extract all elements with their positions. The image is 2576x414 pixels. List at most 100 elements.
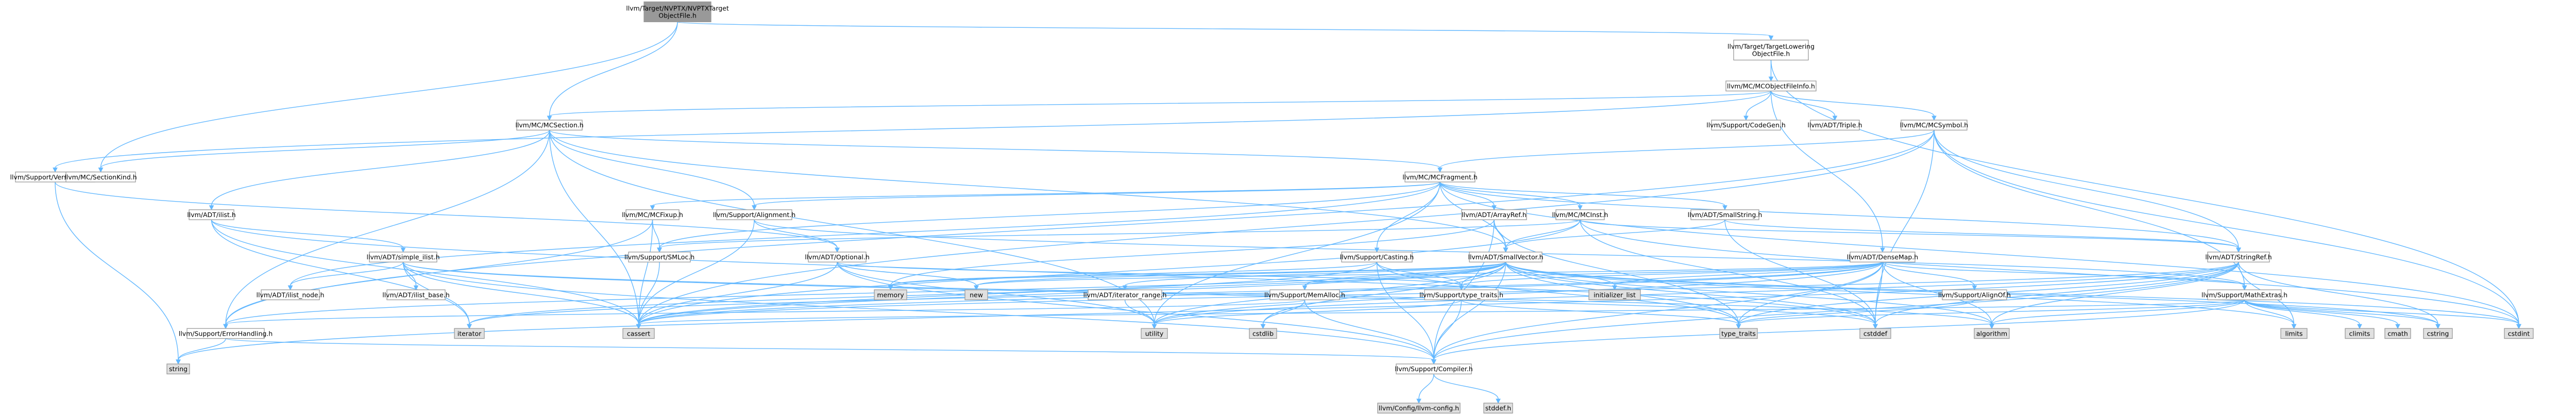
edge-line — [638, 261, 1883, 325]
node-box — [1859, 328, 1891, 339]
edge-arrowhead — [1722, 205, 1727, 210]
graph-node-optional[interactable]: llvm/ADT/Optional.h — [805, 252, 870, 262]
graph-node-mcsymbol[interactable]: llvm/MC/MCSymbol.h — [1900, 120, 1968, 131]
node-label: cstdint — [2508, 329, 2530, 337]
node-label: llvm/ADT/simple_ilist.h — [367, 253, 440, 261]
graph-node-compiler[interactable]: llvm/Support/Compiler.h — [1395, 363, 1473, 374]
edge-line — [55, 181, 838, 249]
graph-node-cstdlib[interactable]: cstdlib — [1249, 328, 1277, 339]
graph-node-typetraits[interactable]: llvm/Support/type_traits.h — [1419, 289, 1503, 301]
edge-line — [1154, 262, 2239, 325]
node-box — [2504, 328, 2534, 339]
node-box — [622, 328, 655, 339]
edge-line — [638, 262, 660, 325]
graph-node-typetraits_std[interactable]: type_traits — [1719, 328, 1758, 339]
graph-node-string[interactable]: string — [166, 363, 190, 374]
graph-node-utility[interactable]: utility — [1141, 328, 1168, 339]
graph-node-cmath[interactable]: cmath — [2384, 328, 2411, 339]
edge-arrowhead — [1972, 285, 1977, 291]
edge-line — [225, 338, 1434, 360]
edge-arrowhead — [2291, 324, 2297, 329]
node-label: llvm/ADT/iterator_range.h — [1083, 291, 1167, 299]
graph-node-new[interactable]: new — [964, 289, 988, 301]
node-box — [716, 209, 792, 220]
graph-node-smallstring[interactable]: llvm/ADT/SmallString.h — [1688, 209, 1762, 220]
graph-node-stringref[interactable]: llvm/ADT/StringRef.h — [2205, 252, 2272, 262]
graph-node-densemap[interactable]: llvm/ADT/DenseMap.h — [1847, 252, 1918, 262]
graph-node-initlist[interactable]: initializer_list — [1588, 289, 1641, 301]
node-label: string — [169, 365, 188, 373]
edge-arrowhead — [1743, 115, 1749, 121]
edge-line — [549, 130, 755, 206]
edge-line — [549, 22, 678, 116]
graph-node-memory[interactable]: memory — [874, 289, 907, 301]
node-box — [2280, 328, 2308, 339]
graph-node-codegen[interactable]: llvm/Support/CodeGen.h — [1706, 120, 1786, 131]
graph-node-cstdint[interactable]: cstdint — [2504, 328, 2534, 339]
graph-node-stddef[interactable]: stddef.h — [1483, 403, 1513, 413]
graph-node-smloc[interactable]: llvm/Support/SMLoc.h — [624, 252, 694, 262]
node-box — [1974, 328, 2010, 339]
graph-node-llvmconfig[interactable]: llvm/Config/llvm-config.h — [1377, 403, 1461, 413]
node-box — [65, 171, 136, 183]
edge-arrowhead — [2516, 324, 2521, 329]
edge-line — [1738, 299, 2245, 325]
graph-node-mcfixup[interactable]: llvm/MC/MCFixup.h — [622, 209, 683, 220]
graph-node-ilistbase[interactable]: llvm/ADT/ilist_base.h — [382, 289, 450, 301]
edge-arrowhead — [209, 205, 214, 210]
graph-node-iterator[interactable]: iterator — [454, 328, 485, 339]
graph-node-casting[interactable]: llvm/Support/Casting.h — [1340, 252, 1414, 262]
graph-node-simpleilist[interactable]: llvm/ADT/simple_ilist.h — [367, 252, 440, 262]
graph-node-root[interactable]: llvm/Target/NVPTX/NVPTXTargetObjectFile.… — [626, 1, 729, 23]
graph-node-mcinst[interactable]: llvm/MC/MCInst.h — [1552, 209, 1608, 220]
graph-node-mcobjfi[interactable]: llvm/MC/MCObjectFileInfo.h — [1725, 80, 1817, 92]
graph-node-smallvector[interactable]: llvm/ADT/SmallVector.h — [1468, 252, 1544, 262]
graph-node-mcsection[interactable]: llvm/MC/MCSection.h — [515, 120, 584, 131]
graph-node-algorithm[interactable]: algorithm — [1974, 328, 2010, 339]
node-box — [874, 289, 907, 301]
dependency-edge-densemap-to-iterator — [467, 261, 1883, 329]
edge-line — [549, 130, 639, 325]
edge-line — [469, 261, 1883, 325]
graph-node-cstring[interactable]: cstring — [2423, 328, 2453, 339]
graph-node-cstddef[interactable]: cstddef — [1859, 328, 1891, 339]
node-label: llvm/ADT/Triple.h — [1807, 121, 1862, 129]
graph-node-memalloc[interactable]: llvm/Support/MemAlloc.h — [1264, 289, 1345, 301]
graph-node-iterrange[interactable]: llvm/ADT/iterator_range.h — [1083, 289, 1167, 301]
graph-node-arrayref[interactable]: llvm/ADT/ArrayRef.h — [1461, 209, 1527, 220]
graph-node-cassert[interactable]: cassert — [622, 328, 655, 339]
edge-line — [178, 338, 226, 360]
edge-line — [1376, 181, 1440, 248]
node-box — [1711, 120, 1781, 131]
node-label: llvm/Target/NVPTX/NVPTXTarget — [626, 4, 729, 12]
edge-line — [2244, 300, 2360, 325]
node-label: type_traits — [1721, 329, 1756, 337]
dependency-edge-mcobjfi-to-triple — [1770, 91, 1838, 121]
edge-line — [1580, 219, 2239, 249]
edge-line — [1433, 262, 1883, 360]
edge-layer — [53, 21, 2521, 404]
graph-node-ilist[interactable]: llvm/ADT/ilist.h — [187, 209, 236, 220]
graph-node-sectionkind[interactable]: llvm/MC/SectionKind.h — [64, 171, 137, 183]
graph-node-limits[interactable]: limits — [2280, 328, 2308, 339]
graph-node-climits[interactable]: climits — [2345, 328, 2375, 339]
node-label: llvm/MC/MCSection.h — [515, 121, 583, 129]
node-box — [1377, 403, 1461, 413]
node-label: llvm/ADT/ilist_node.h — [257, 291, 325, 299]
node-label: llvm/MC/MCFixup.h — [622, 211, 683, 219]
node-label: iterator — [457, 329, 482, 337]
graph-node-ilistnode[interactable]: llvm/ADT/ilist_node.h — [257, 289, 325, 301]
edge-line — [1439, 181, 1581, 206]
edge-line — [976, 261, 1883, 286]
edge-line — [1304, 300, 1434, 360]
edge-line — [178, 262, 2239, 360]
graph-node-alignof[interactable]: llvm/Support/AlignOf.h — [1938, 289, 2011, 301]
graph-node-errorhandling[interactable]: llvm/Support/ErrorHandling.h — [179, 328, 273, 339]
graph-node-mathextras[interactable]: llvm/Support/MathExtras.h — [2201, 289, 2287, 301]
graph-node-alignment[interactable]: llvm/Support/Alignment.h — [713, 209, 795, 220]
edge-arrowhead — [1768, 36, 1774, 41]
graph-node-mcfragment[interactable]: llvm/MC/MCFragment.h — [1402, 171, 1478, 183]
graph-node-triple[interactable]: llvm/ADT/Triple.h — [1807, 120, 1862, 131]
edge-line — [1580, 220, 2519, 325]
